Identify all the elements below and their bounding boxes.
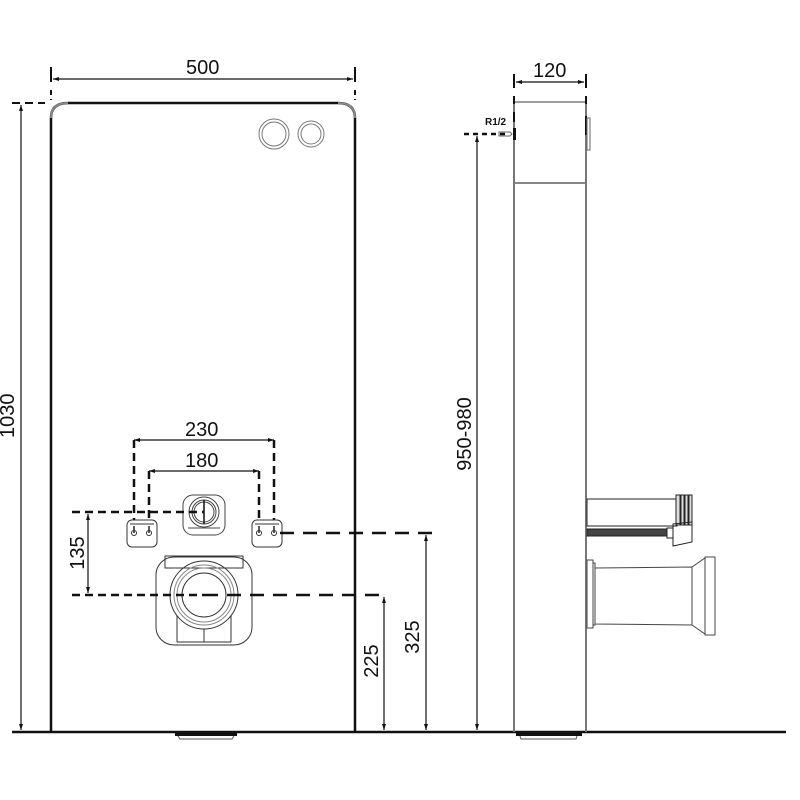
- depth-dimension-label: 120: [533, 60, 567, 82]
- bolt-to-drain-label: 135: [67, 536, 89, 570]
- flush-pipe-icon: [586, 494, 693, 547]
- side-view: [464, 74, 716, 740]
- right-bolt-bracket-icon: [251, 519, 283, 548]
- flush-buttons-icon: [258, 118, 325, 150]
- drain-outlet-icon: [155, 555, 253, 646]
- inner-bolt-spacing-label: 180: [185, 450, 219, 472]
- inlet-thread-label: R1/2: [485, 117, 507, 128]
- width-dimension-label: 500: [186, 57, 220, 79]
- left-bolt-bracket-icon: [126, 519, 158, 548]
- outer-bolt-spacing-label: 230: [185, 419, 219, 441]
- drain-pipe-icon: [586, 556, 716, 636]
- drain-height-label: 225: [361, 644, 383, 678]
- bolt-height-label: 325: [402, 620, 424, 654]
- front-view: [12, 67, 435, 740]
- height-dimension-label: 1030: [0, 393, 19, 439]
- water-inlet-icon: [182, 494, 226, 536]
- inlet-height-label: 950-980: [454, 397, 476, 471]
